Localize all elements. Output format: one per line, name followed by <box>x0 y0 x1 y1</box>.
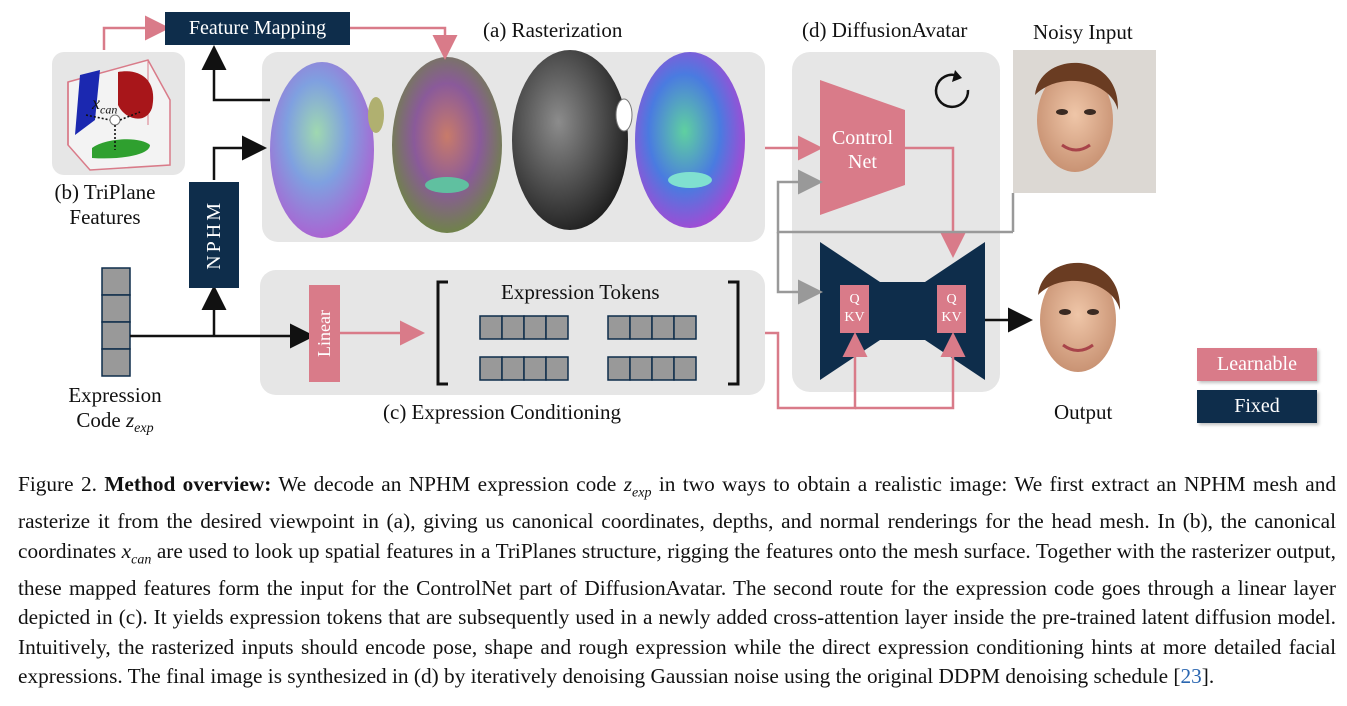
linear-label: Linear <box>314 310 334 357</box>
caption-part3: are used to look up spatial features in … <box>18 538 1336 688</box>
triplane-cube-icon <box>67 59 171 171</box>
feature-mapping-box: Feature Mapping <box>165 12 350 45</box>
normal-render <box>635 52 745 228</box>
controlnet-label-line1: Control <box>831 127 894 149</box>
caption-part2: in two ways to obtain a realistic image:… <box>18 472 1337 563</box>
caption-zexp: z <box>623 472 633 496</box>
cross-attention-right <box>937 285 966 333</box>
diffusion-avatar-label: (d) DiffusionAvatar <box>802 18 968 42</box>
expression-tokens-grid <box>436 280 740 386</box>
xcan-subscript: can <box>100 102 118 117</box>
arrow-nphm-to-raster <box>212 135 267 180</box>
feature-mapping-label: Feature Mapping <box>188 17 327 39</box>
method-overview-figure: Feature Mapping NPHM Linear Control Net … <box>30 12 1317 441</box>
arrow-feature-mapping-to-features <box>350 26 458 60</box>
arrow-tokens-to-right-qkv <box>855 332 966 410</box>
controlnet-label-line2: Net <box>848 151 877 173</box>
expression-tokens-label: Expression Tokens <box>501 280 660 304</box>
arrow-noisy-to-controlnet <box>776 169 1013 234</box>
legend-fixed: Fixed <box>1197 390 1317 423</box>
canonical-coordinates-render <box>270 62 384 238</box>
qkv-left-q: Q <box>849 292 860 307</box>
expression-code-line2: Code <box>76 408 126 432</box>
xcan-symbol: x <box>92 93 100 113</box>
triplane-label-line2: Features <box>69 205 141 229</box>
caption-part4: ]. <box>1201 663 1215 688</box>
rasterization-label: (a) Rasterization <box>483 18 623 42</box>
linear-box: Linear <box>309 285 340 382</box>
qkv-left-kv: KV <box>844 310 865 325</box>
caption-xcan-sub: can <box>131 551 152 567</box>
depth-render <box>512 50 633 230</box>
caption-xcan: x <box>121 538 132 563</box>
triplane-xcan-label: xcan <box>92 93 118 117</box>
qkv-right-kv: KV <box>941 310 962 325</box>
arrow-raster-to-feature-mapping <box>201 45 270 102</box>
zexp-subscript: exp <box>134 421 154 437</box>
output-label: Output <box>1054 400 1113 424</box>
expression-conditioning-label: (c) Expression Conditioning <box>383 400 621 424</box>
nphm-box: NPHM <box>189 182 239 288</box>
expression-code-line1: Expression <box>68 383 162 407</box>
cross-attention-left <box>840 285 869 333</box>
arrow-tokens-to-left-qkv <box>765 331 868 410</box>
expression-code-label: Expression Code zexp <box>45 383 185 441</box>
controlnet-block <box>820 80 905 215</box>
caption-prefix: Figure 2. <box>18 472 105 496</box>
arrow-controlnet-to-unet <box>905 146 966 258</box>
qkv-right-q: Q <box>946 292 957 307</box>
zexp-symbol: z <box>125 408 135 432</box>
nphm-label: NPHM <box>202 200 225 270</box>
caption-bold-title: Method overview: <box>104 472 272 496</box>
noisy-input-label: Noisy Input <box>1033 20 1133 44</box>
qkv-left-label: Q KV <box>840 291 869 327</box>
controlnet-label: Control Net <box>820 126 905 174</box>
qkv-right-label: Q KV <box>937 291 966 327</box>
caption-part1: We decode an NPHM expression code <box>271 472 624 496</box>
arrow-noisy-to-unet <box>776 232 823 305</box>
triplane-label-line1: (b) TriPlane <box>54 180 156 204</box>
mapped-features-render <box>392 57 502 233</box>
expression-code-vector <box>101 267 131 377</box>
triplane-label: (b) TriPlane Features <box>30 180 180 230</box>
legend-learnable: Learnable <box>1197 348 1317 381</box>
figure-caption: Figure 2. Method overview: We decode an … <box>18 470 1336 691</box>
figure-graphics <box>52 15 1156 410</box>
iteration-loop-icon <box>934 70 970 109</box>
arrow-triplane-to-feature-mapping <box>102 15 170 50</box>
citation-link[interactable]: 23 <box>1180 663 1202 688</box>
caption-zexp-sub: exp <box>632 485 652 501</box>
